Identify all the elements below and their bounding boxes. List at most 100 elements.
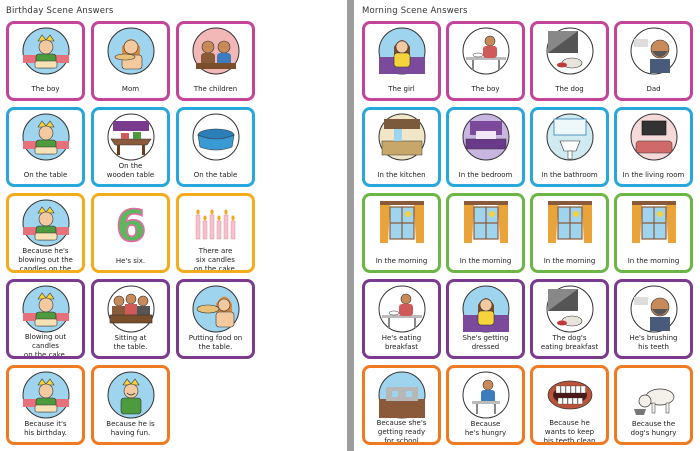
birthday-card-caption: Because he's blowing out the candles on … [18,247,73,273]
birthday-card-grid: The boy Mom The children On the table On the… [6,21,255,445]
dog-bowl-icon [630,371,678,419]
birthday-sheet: Birthday Scene Answers The boy Mom The chi… [0,0,347,451]
morning-card-caption: The boy [471,85,500,93]
number-six-icon: 6 [107,199,155,247]
morning-card-caption: In the kitchen [377,171,426,179]
morning-card-caption: She's getting dressed [462,334,509,351]
window-morning-icon [462,199,510,247]
window-morning-icon [546,199,594,247]
morning-card: He's brushing his teeth [614,279,693,359]
birthday-card: Blowing out candles on the cake. [6,279,85,359]
morning-card: Because she's getting ready for school [362,365,441,445]
birthday-card-caption: Blowing out candles on the cake. [23,333,68,359]
birthday-card: The boy [6,21,85,101]
children-icon [192,27,240,75]
morning-card-caption: The dog's eating breakfast [540,334,599,351]
birthday-card-caption: There are six candles on the cake. [193,247,238,273]
boy-cake-icon [22,199,70,247]
morning-card: He's eating breakfast [362,279,441,359]
birthday-card: Because he is having fun. [91,365,170,445]
girl-dressing-icon [462,285,510,333]
wooden-table-icon [107,113,155,161]
boy-cake-icon [22,285,70,333]
dog-eating-icon [546,27,594,75]
morning-card: In the morning [446,193,525,273]
birthday-card-caption: On the wooden table [106,162,155,179]
candles-icon [192,199,240,247]
morning-card: The boy [446,21,525,101]
morning-card: In the bathroom [530,107,609,187]
birthday-card-caption: Putting food on the table. [188,334,243,351]
birthday-card: Sitting at the table. [91,279,170,359]
birthday-sheet-title: Birthday Scene Answers [6,6,114,16]
boy-cake-icon [22,113,70,161]
morning-card: The girl [362,21,441,101]
morning-card-caption: In the morning [543,257,596,265]
kitchen-icon [378,113,426,161]
birthday-card: Because it's his birthday. [6,365,85,445]
window-morning-icon [630,199,678,247]
page-divider [347,0,354,451]
morning-card-caption: Because she's getting ready for school [376,419,427,445]
window-morning-icon [378,199,426,247]
boy-breakfast-icon [462,27,510,75]
morning-card-caption: The girl [388,85,415,93]
morning-card: Because the dog's hungry [614,365,693,445]
birthday-card-caption: Sitting at the table. [113,334,148,351]
mom-food-icon [192,285,240,333]
boy-cake-icon [22,371,70,419]
morning-sheet-title: Morning Scene Answers [362,6,468,16]
morning-card-caption: Because the dog's hungry [630,420,677,437]
morning-card-caption: The dog [555,85,584,93]
bedroom-icon [462,113,510,161]
boy-fun-icon [107,371,155,419]
morning-card-caption: Dad [646,85,661,93]
svg-text:6: 6 [115,201,146,247]
school-icon [378,371,426,419]
morning-card: She's getting dressed [446,279,525,359]
morning-card: The dog [530,21,609,101]
dad-brushing-icon [630,285,678,333]
morning-card-caption: In the morning [459,257,512,265]
birthday-card-caption: On the table [193,171,238,179]
birthday-card: The children [176,21,255,101]
morning-card: Because he's hungry [446,365,525,445]
boy-breakfast-icon [378,285,426,333]
birthday-card-caption: The boy [31,85,60,93]
dad-brushing-icon [630,27,678,75]
morning-card: In the morning [530,193,609,273]
birthday-card-caption: On the table [23,171,68,179]
girl-dressing-icon [378,27,426,75]
birthday-card-caption: He's six. [115,257,146,265]
dog-eating-icon [546,285,594,333]
mom-icon [107,27,155,75]
birthday-card-caption: The children [193,85,238,93]
morning-card: The dog's eating breakfast [530,279,609,359]
morning-card: In the morning [614,193,693,273]
morning-card-caption: In the bedroom [458,171,513,179]
morning-card: In the morning [362,193,441,273]
tablecloth-icon [192,113,240,161]
children-table-icon [107,285,155,333]
birthday-card: On the table [6,107,85,187]
birthday-card: Because he's blowing out the candles on … [6,193,85,273]
birthday-card: Mom [91,21,170,101]
birthday-card: There are six candles on the cake. [176,193,255,273]
morning-card-caption: In the bathroom [541,171,598,179]
birthday-card: On the table [176,107,255,187]
bathroom-icon [546,113,594,161]
morning-card-caption: He's eating breakfast [381,334,422,351]
birthday-card-caption: Mom [121,85,140,93]
birthday-card: Putting food on the table. [176,279,255,359]
morning-card-caption: In the morning [375,257,428,265]
birthday-card-caption: Because he is having fun. [106,420,155,437]
morning-card-caption: In the morning [627,257,680,265]
living-room-icon [630,113,678,161]
morning-card: In the kitchen [362,107,441,187]
morning-card: In the living room [614,107,693,187]
morning-card-caption: He's brushing his teeth [629,334,678,351]
teeth-icon [546,371,594,419]
morning-card-caption: In the living room [622,171,685,179]
